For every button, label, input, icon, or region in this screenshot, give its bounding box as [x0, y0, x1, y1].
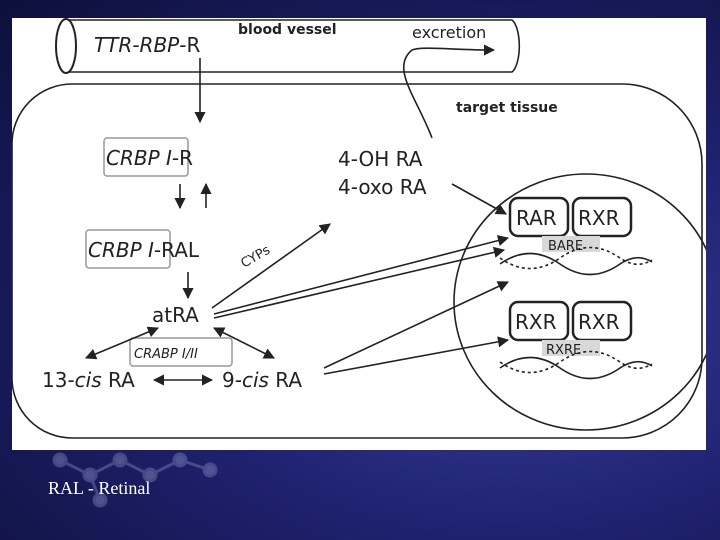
excretion-arrow	[402, 44, 496, 139]
arrow-9cis-to-rar	[323, 281, 510, 369]
rxre-element-label: RXRE	[546, 343, 581, 358]
rar-top-box	[508, 196, 570, 238]
molecule-decoration	[40, 440, 240, 514]
rxr-bottom-right-label: RXR	[578, 310, 620, 334]
bare-element-label: BARE	[548, 239, 583, 254]
target-tissue-label: target tissue	[456, 100, 558, 116]
retinoid-pathway-diagram: blood vessel TTR-RBP-R excretion target …	[12, 18, 706, 439]
crbp-r-box	[103, 137, 189, 177]
rxr-bottom-left-box	[508, 300, 570, 342]
crbp-ral-label: CRBP I-RAL	[88, 238, 200, 262]
rxr-rxr-complex: RXR RXR RXRE	[499, 300, 653, 380]
rxr-bottom-right-box	[571, 300, 633, 342]
cyps-label: CYPs	[239, 243, 274, 272]
dna-strand-top-a	[499, 252, 653, 276]
dna-strand-bottom-a	[499, 356, 653, 380]
target-tissue-outline	[12, 83, 703, 439]
rar-rxr-complex: RAR RXR BARE	[499, 196, 653, 276]
9-cis-ra-label: 9-cis RA	[222, 368, 302, 392]
arrow-atra-9cis	[212, 327, 276, 359]
crabp-label: CRABP I/II	[134, 347, 198, 362]
arrow-atra-to-metabolites	[211, 223, 331, 309]
dna-strand-top-b	[499, 246, 653, 270]
arrow-9cis-to-rxr	[323, 336, 510, 375]
ttr-rbp-r-label: TTR-RBP-R	[94, 33, 200, 57]
rxr-top-label: RXR	[578, 206, 620, 230]
caption: RAL - Retinal	[48, 478, 151, 498]
arrow-atra-13cis	[84, 326, 160, 360]
arrow-atra-to-rar-1	[213, 235, 510, 315]
crbp-r-label: CRBP I-R	[106, 146, 193, 170]
oxo-ra-label: 4-oxo RA	[338, 175, 427, 199]
rxr-top-box	[571, 196, 633, 238]
arrow-metabolites-to-rar	[451, 183, 507, 215]
nucleus	[453, 173, 706, 431]
blood-vessel	[55, 18, 521, 74]
crbp-ral-box	[85, 229, 171, 269]
rar-top-label: RAR	[516, 206, 557, 230]
oh-ra-label: 4-OH RA	[338, 147, 423, 171]
blood-vessel-label: blood vessel	[238, 22, 337, 38]
dna-strand-bottom-b	[499, 350, 653, 374]
excretion-label: excretion	[412, 23, 486, 42]
atra-label: atRA	[152, 303, 199, 327]
13-cis-ra-label: 13-cis RA	[42, 368, 135, 392]
arrow-atra-to-rar-2	[213, 246, 506, 319]
rxr-bottom-left-label: RXR	[515, 310, 557, 334]
